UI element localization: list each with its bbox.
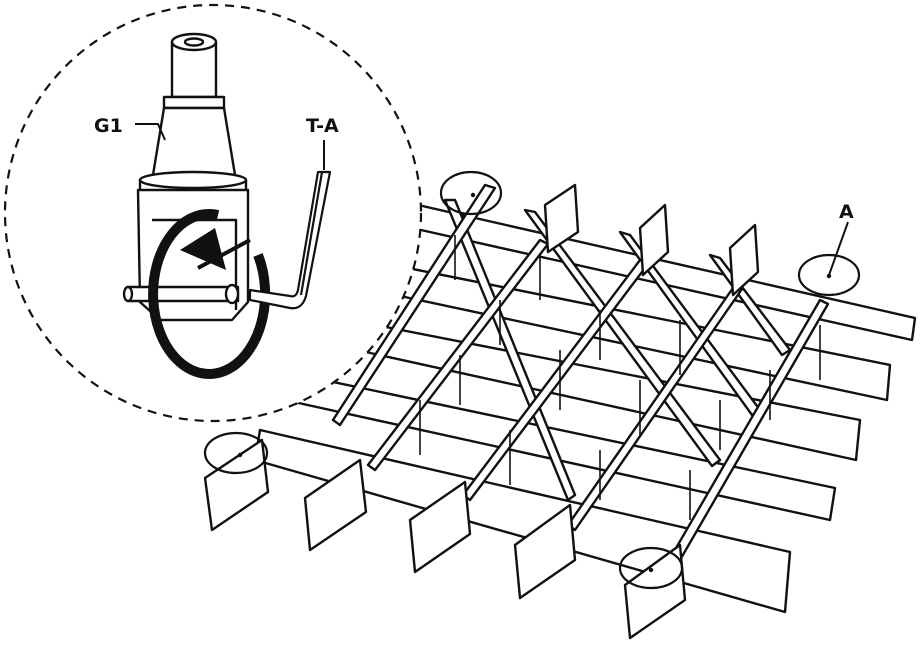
- label-ta: T-A: [306, 115, 339, 137]
- diagonal-panel: [366, 238, 550, 472]
- diagonal-panel: [523, 208, 722, 468]
- fastening-point-circle: [439, 170, 503, 216]
- front-slat: [513, 503, 577, 600]
- hex-key-icon: [248, 170, 332, 310]
- fastening-point-markers: [203, 170, 861, 590]
- front-slat: [303, 458, 368, 552]
- fastening-point-dots: [237, 192, 832, 573]
- g1-fitting: [122, 32, 250, 322]
- counterclockwise-rotation-arrow-icon: [148, 209, 271, 379]
- fastening-point-circle: [797, 253, 861, 297]
- front-slat: [623, 543, 687, 640]
- label-a: A: [839, 201, 854, 223]
- label-g1: G1: [94, 115, 123, 137]
- back-slat: [728, 223, 760, 297]
- fastening-point-circle: [618, 546, 684, 590]
- back-slat: [543, 183, 580, 254]
- fastening-point-circle: [203, 431, 269, 475]
- diagonal-panel: [443, 198, 577, 502]
- front-slat: [408, 480, 472, 574]
- leader-lines: [135, 123, 849, 276]
- back-slat: [638, 203, 670, 277]
- interior-ticks: [419, 235, 821, 520]
- front-slat: [203, 438, 270, 532]
- grid-lattice: [203, 170, 917, 640]
